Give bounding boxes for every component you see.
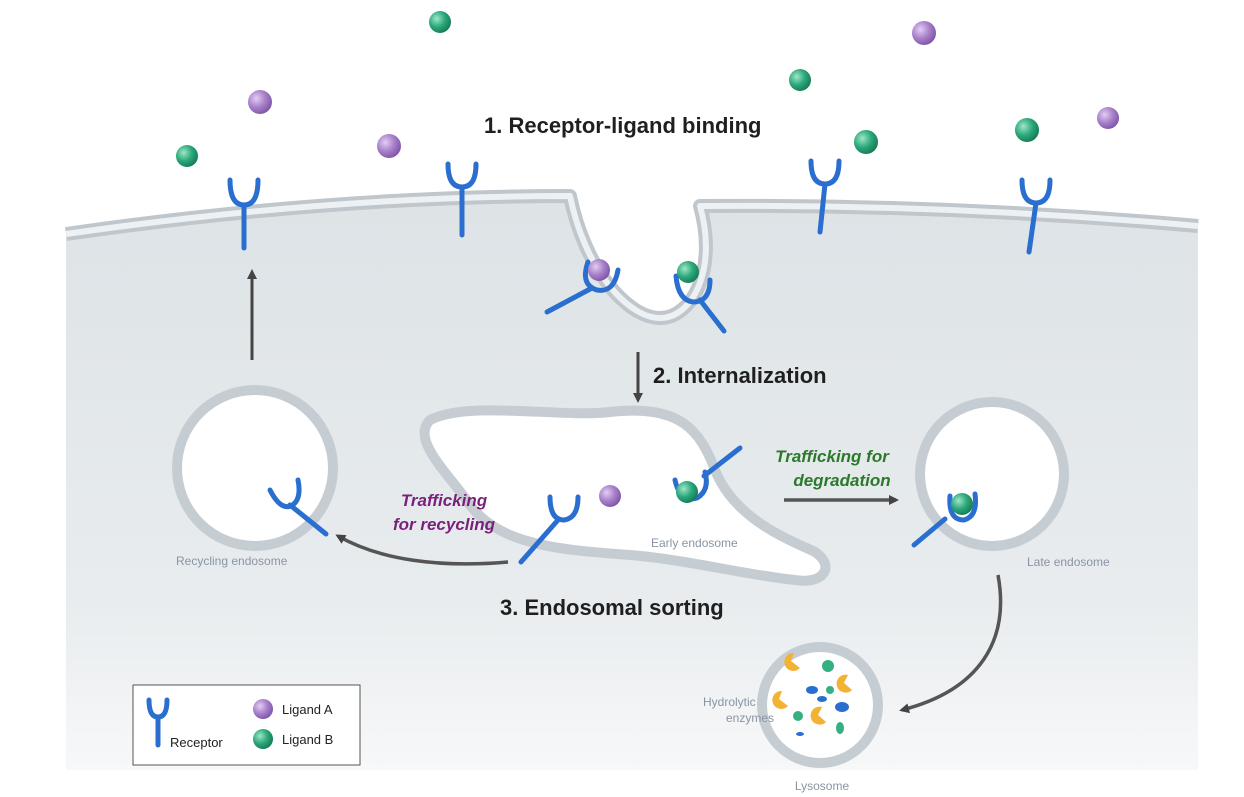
legend-receptor-label: Receptor (170, 735, 223, 750)
recycling-trafficking-line2: for recycling (393, 515, 496, 534)
recycling-trafficking-line1: Trafficking (401, 491, 488, 510)
receptor-surface-1 (227, 177, 261, 251)
ligand-a-bound (588, 259, 610, 281)
legend: Receptor Ligand A Ligand B (132, 684, 361, 766)
ligand-a (1097, 107, 1119, 129)
ligand-a (377, 134, 401, 158)
receptor-early-1 (518, 494, 581, 565)
hydrolytic-enzymes-label-1: Hydrolytic (703, 695, 756, 709)
ligand-b-bound (951, 493, 973, 515)
lysosome (757, 642, 883, 768)
legend-ligand-b-label: Ligand B (282, 732, 333, 747)
recycling-endosome-label: Recycling endosome (176, 554, 288, 568)
ligand-a (248, 90, 272, 114)
late-endosome-label: Late endosome (1027, 555, 1110, 569)
step-internalization-title: 2. Internalization (653, 363, 827, 388)
plasma-membrane-inner (65, 193, 1199, 321)
ligand-a-free (599, 485, 621, 507)
receptor-surface-2 (445, 161, 479, 238)
legend-ligand-a-icon (253, 699, 273, 719)
degradation-trafficking-line1: Trafficking for (775, 447, 890, 466)
receptor-recycling (267, 477, 329, 537)
lysosome-label: Lysosome (795, 779, 850, 793)
degradation-trafficking-line2: degradation (793, 471, 890, 490)
arrow-to-lysosome (899, 574, 1003, 714)
ligand-b (1015, 118, 1039, 142)
ligand-b (176, 145, 198, 167)
legend-ligand-a-label: Ligand A (282, 702, 333, 717)
arrow-to-recycling (335, 534, 509, 566)
legend-receptor-icon (146, 697, 170, 748)
step-binding-title: 1. Receptor-ligand binding (484, 113, 761, 138)
early-endosome-label: Early endosome (651, 536, 738, 550)
hydrolytic-enzymes-label-2: enzymes (726, 711, 774, 725)
ligand-a (912, 21, 936, 45)
receptor-surface-4 (1019, 177, 1053, 255)
receptor-surface-3 (808, 158, 842, 235)
step-sorting-title: 3. Endosomal sorting (500, 595, 724, 620)
early-endosome (419, 405, 831, 586)
ligand-b (429, 11, 451, 33)
ligand-b (854, 130, 878, 154)
ligand-b-bound (677, 261, 699, 283)
ligand-b (789, 69, 811, 91)
receptor-late (911, 491, 978, 548)
ligand-b-bound (676, 481, 698, 503)
receptor-pit-b (673, 273, 727, 334)
legend-ligand-b-icon (253, 729, 273, 749)
hydrolytic-enzymes (772, 652, 852, 736)
legend-box (132, 684, 361, 766)
receptor-pit-a (544, 259, 621, 315)
